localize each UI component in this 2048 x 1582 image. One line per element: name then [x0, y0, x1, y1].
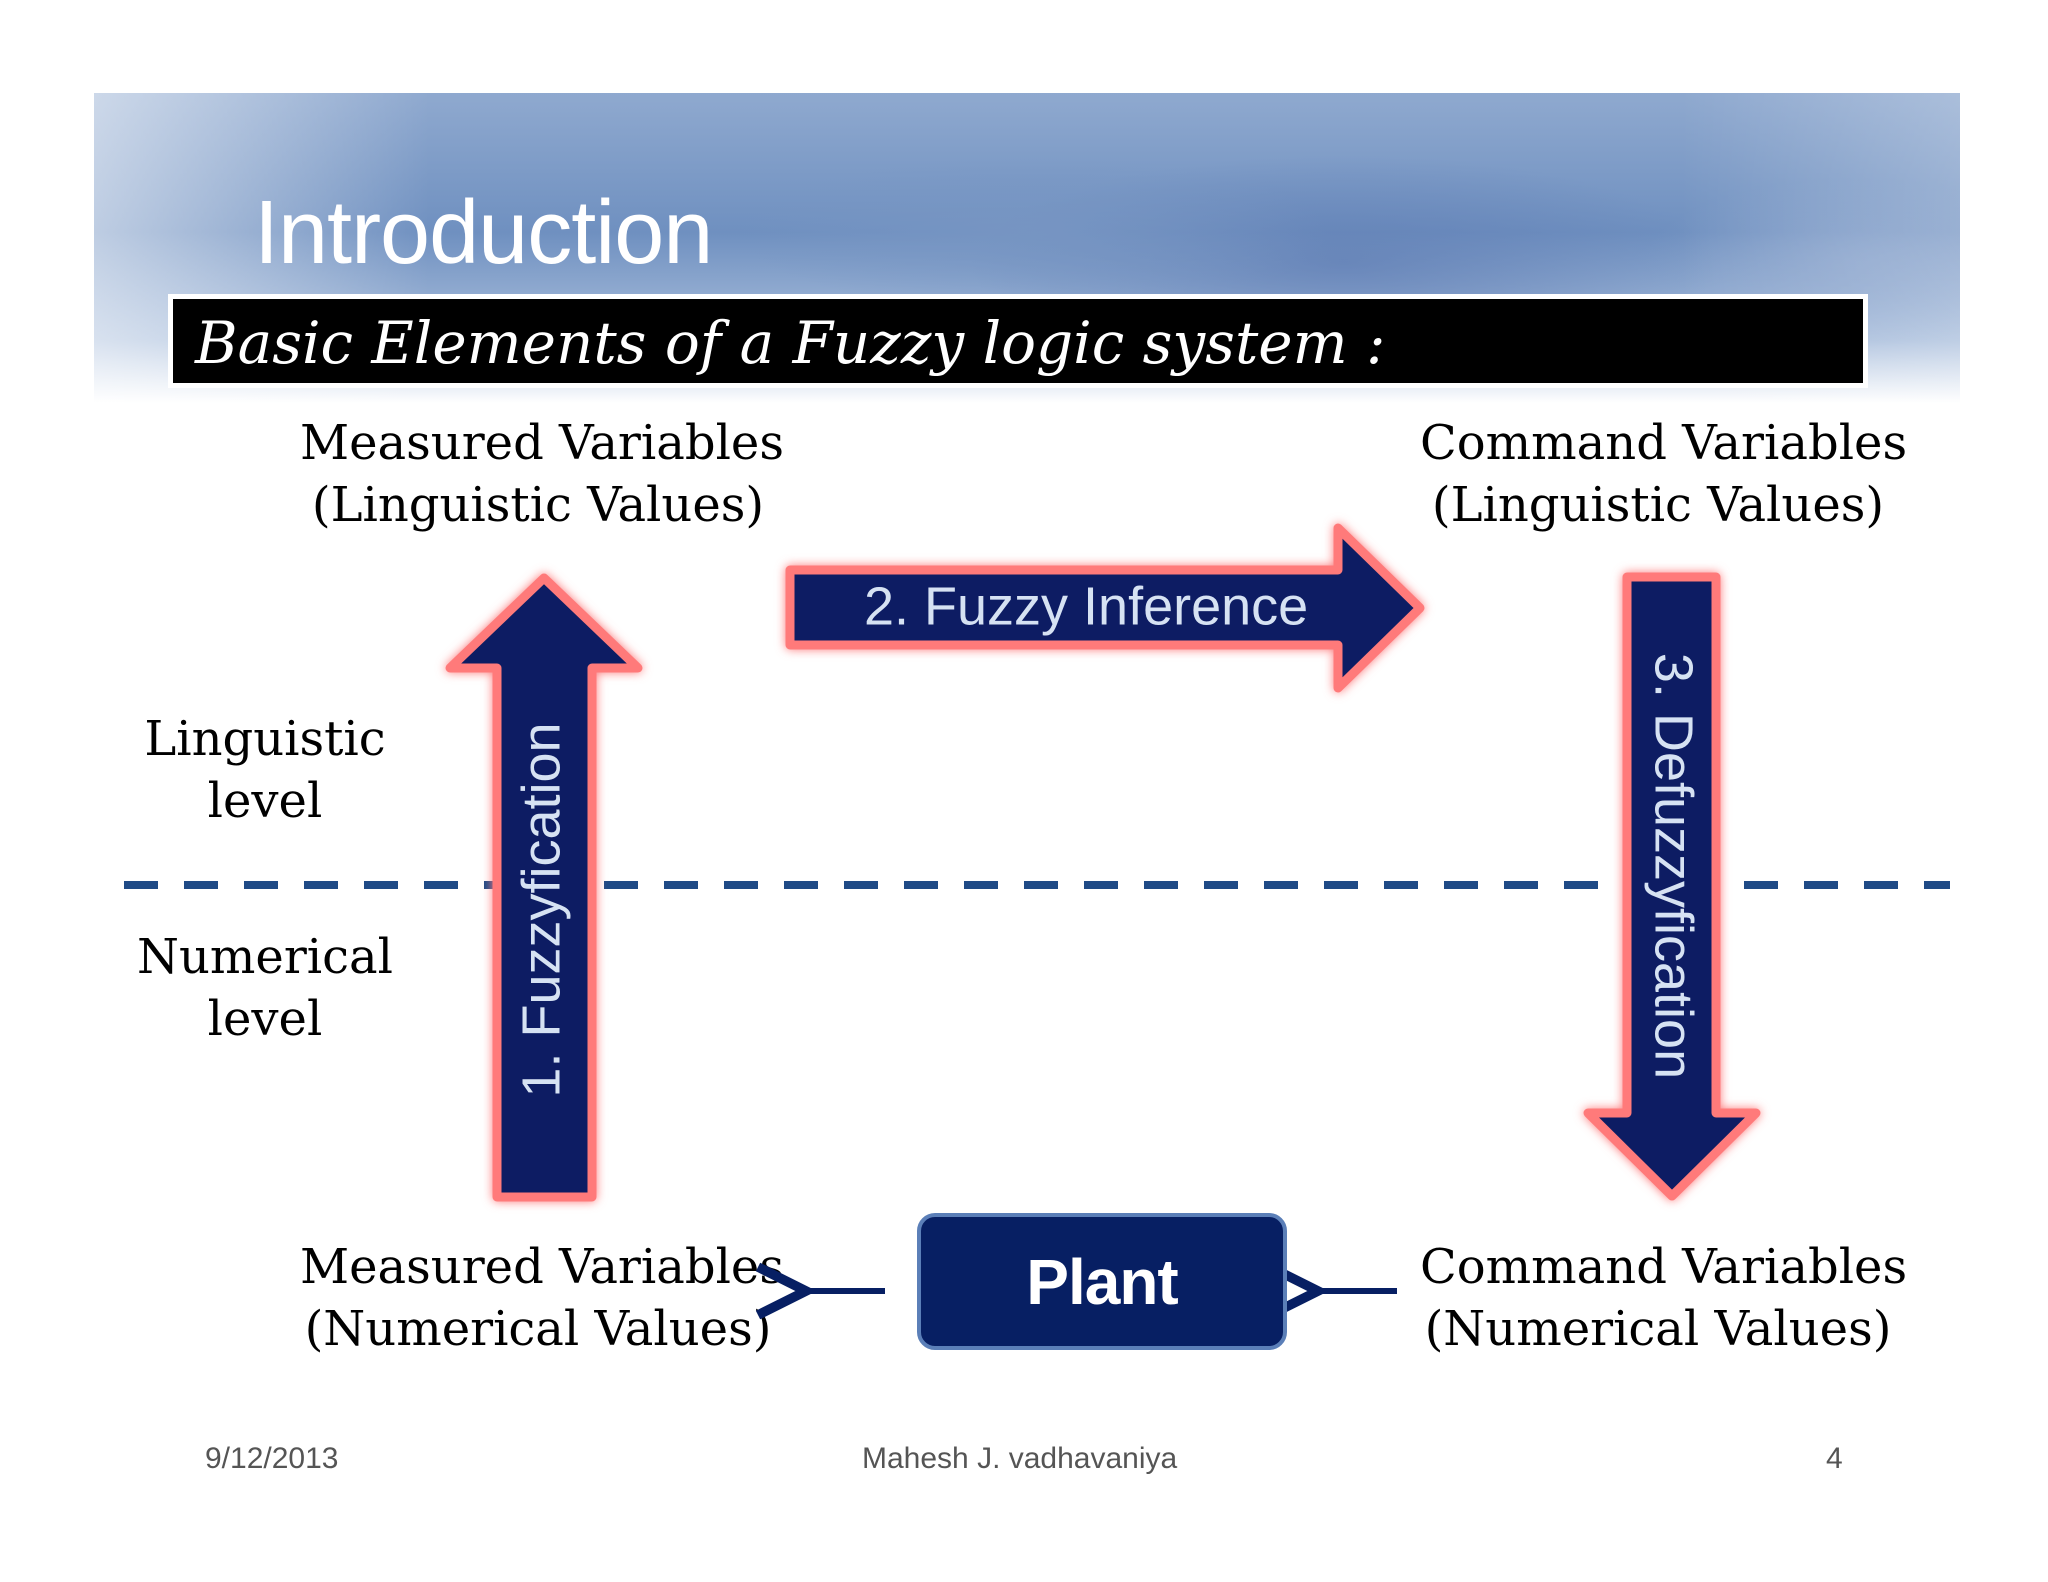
- footer-date: 9/12/2013: [205, 1442, 339, 1475]
- measured-linguistic-line2: (Linguistic Values): [311, 477, 765, 533]
- command-numerical-label: Command Variables (Numerical Values): [1420, 1236, 1908, 1360]
- linguistic-level-line2: level: [207, 773, 323, 829]
- measured-linguistic-label: Measured Variables (Linguistic Values): [300, 412, 784, 536]
- fuzzy-inference-label: 2. Fuzzy Inference: [864, 576, 1308, 636]
- footer-page: 4: [1826, 1442, 1843, 1475]
- measured-numerical-line2: (Numerical Values): [304, 1301, 772, 1357]
- command-numerical-line2: (Numerical Values): [1424, 1301, 1892, 1357]
- subtitle-text: Basic Elements of a Fuzzy logic system :: [195, 309, 1386, 377]
- linguistic-level-label: Linguistic level: [130, 708, 400, 832]
- defuzzyfication-label: 3. Defuzzyfication: [1644, 653, 1704, 1079]
- measured-numerical-label: Measured Variables (Numerical Values): [300, 1236, 784, 1360]
- numerical-level-line1: Numerical: [137, 929, 393, 985]
- measured-linguistic-line1: Measured Variables: [300, 415, 784, 471]
- command-numerical-line1: Command Variables: [1420, 1239, 1908, 1295]
- numerical-level-line2: level: [207, 991, 323, 1047]
- measured-numerical-line1: Measured Variables: [300, 1239, 784, 1295]
- fuzzy-inference-arrow: [785, 523, 1425, 693]
- defuzzyfication-arrow: [1583, 572, 1761, 1201]
- plant-label: Plant: [1026, 1245, 1178, 1318]
- plant-box: Plant: [917, 1213, 1287, 1350]
- subtitle-box: Basic Elements of a Fuzzy logic system :: [168, 294, 1868, 388]
- fuzzyfication-label: 1. Fuzzyfication: [511, 722, 571, 1097]
- numerical-level-label: Numerical level: [130, 926, 400, 1050]
- slide-title: Introduction: [254, 183, 713, 283]
- linguistic-level-line1: Linguistic: [144, 711, 386, 767]
- fuzzyfication-arrow: [445, 573, 643, 1202]
- command-linguistic-line1: Command Variables: [1420, 415, 1908, 471]
- footer-author: Mahesh J. vadhavaniya: [862, 1442, 1178, 1475]
- command-linguistic-line2: (Linguistic Values): [1431, 477, 1885, 533]
- command-linguistic-label: Command Variables (Linguistic Values): [1420, 412, 1908, 536]
